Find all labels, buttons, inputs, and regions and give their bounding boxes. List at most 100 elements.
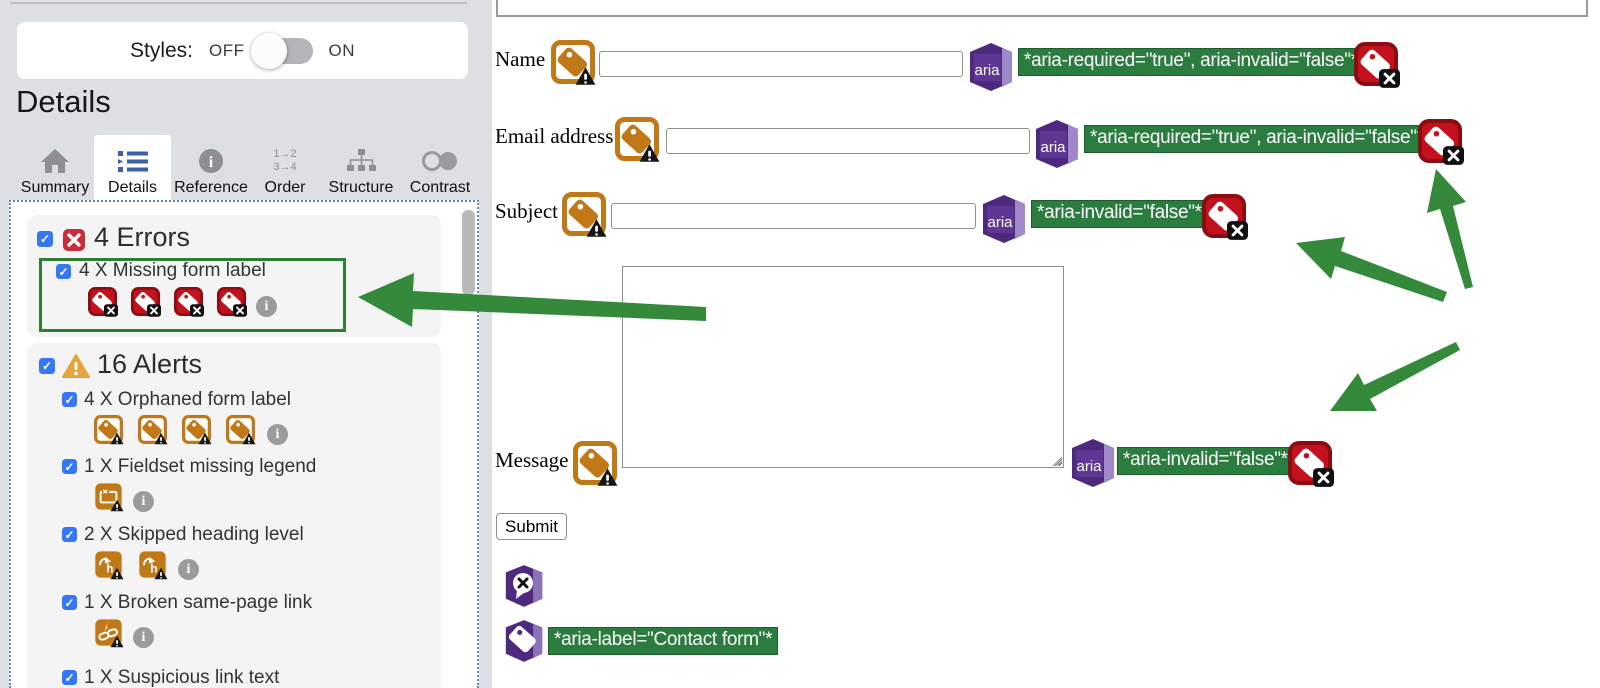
missing-form-label-checkbox[interactable]: ✓ [56,264,71,279]
aria-attributes-badge: *aria-invalid="false"* [1031,200,1208,228]
field-label: Subject [495,199,558,223]
info-icon[interactable]: i [133,627,154,648]
x-badge-icon [1443,146,1464,165]
styles-label: Styles: [129,38,194,62]
aria-icon[interactable]: aria [1034,119,1080,169]
styles-off-label: OFF [209,40,245,60]
orphaned-form-label-checkbox[interactable]: ✓ [62,392,77,407]
info-icon[interactable]: i [178,559,199,580]
warning-badge-icon [154,567,168,580]
aria-hidden-icon[interactable] [504,563,544,609]
arrow-to-email-error-tag [1427,169,1473,289]
tree-icon [344,143,378,179]
svg-text:aria: aria [987,214,1013,231]
contrast-icon [420,143,460,179]
tab-contrast[interactable]: Contrast [403,135,477,200]
alert-triangle-icon [62,354,90,379]
aria-attributes-badge: *aria-invalid="false"* [1117,447,1294,475]
panel-heading: Details [16,84,111,119]
info-icon[interactable]: i [133,491,154,512]
svg-text:aria: aria [1076,458,1102,475]
info-icon[interactable]: i [256,296,277,317]
x-badge-icon [233,304,247,317]
list-icon [118,143,148,179]
errors-title: 4 Errors [94,222,191,252]
divider [10,2,467,4]
toggle-knob[interactable] [250,32,287,69]
arrow-down-left [1330,342,1460,411]
aria-icon[interactable]: aria [968,42,1014,92]
x-badge-icon [147,304,161,317]
x-badge-icon [1227,221,1248,240]
alert-item-label: 1 X Suspicious link text [84,667,280,688]
x-badge-icon [1313,468,1334,487]
aria-attributes-badge: *aria-required="true", aria-invalid="fal… [1084,125,1430,153]
sidebar-scrollbar-thumb[interactable] [462,210,475,295]
tab-label: Reference [174,179,248,196]
svg-text:aria: aria [1040,139,1066,156]
warning-badge-icon [597,467,618,487]
info-icon[interactable]: i [267,424,288,445]
tab-label: Details [108,179,157,196]
alerts-title: 16 Alerts [97,349,203,379]
alert-item-label: 2 X Skipped heading level [84,524,304,545]
warning-badge-icon [110,499,124,512]
tab-label: Contrast [409,179,471,196]
skipped-heading-checkbox[interactable]: ✓ [62,527,77,542]
x-badge-icon [190,304,204,317]
field-label: Message [495,448,569,472]
broken-link-checkbox[interactable]: ✓ [62,595,77,610]
alerts-checkbox[interactable]: ✓ [39,358,55,374]
svg-text:aria: aria [974,62,1000,79]
warning-badge-icon [198,432,212,445]
tab-label: Order [264,179,306,196]
warning-badge-icon [154,432,168,445]
message-textarea[interactable] [622,266,1064,468]
tab-label: Structure [328,179,394,196]
warning-badge-icon [110,635,124,648]
aria-label-badge: *aria-label="Contact form"* [548,627,779,655]
house-icon [40,143,70,179]
warning-badge-icon [586,218,607,238]
tab-structure[interactable]: Structure [319,135,403,200]
submit-button[interactable]: Submit [496,513,567,540]
arrow-to-subject-error-tag [1296,237,1447,302]
name-input[interactable] [599,51,963,77]
tab-details[interactable]: Details [94,135,171,200]
warning-badge-icon [242,432,256,445]
warning-badge-icon [110,567,124,580]
suspicious-link-checkbox[interactable]: ✓ [62,670,77,685]
warning-badge-icon [639,143,660,163]
alert-item-label: 1 X Fieldset missing legend [84,456,317,477]
info-circle-icon [198,143,224,179]
styles-on-label: ON [328,40,356,60]
email-input[interactable] [666,128,1030,154]
highlight-green-box [39,258,346,332]
tab-reference[interactable]: Reference [171,135,251,200]
fieldset-border [496,0,1588,17]
fieldset-missing-legend-checkbox[interactable]: ✓ [62,459,77,474]
tab-summary[interactable]: Summary [10,135,100,200]
x-badge-icon [1379,69,1400,88]
styles-toggle-card: Styles: OFF ON [17,22,468,79]
field-label: Name [495,47,546,71]
alert-item-label: 1 X Broken same-page link [84,592,313,613]
styles-toggle-switch[interactable] [250,32,313,69]
tab-label: Summary [20,179,90,196]
textarea-resize-handle[interactable] [1051,455,1062,466]
x-badge-icon [104,304,118,317]
aria-attributes-badge: *aria-required="true", aria-invalid="fal… [1018,48,1364,76]
alert-item-label: 4 X Orphaned form label [84,389,292,410]
field-label: Email address [495,124,614,148]
errors-checkbox[interactable]: ✓ [37,231,53,247]
subject-input[interactable] [611,203,976,229]
error-x-icon [62,228,86,252]
aria-icon[interactable]: aria [981,194,1027,244]
aria-icon[interactable]: aria [1070,438,1116,488]
aria-label-icon[interactable] [504,618,544,664]
warning-badge-icon [110,432,124,445]
wave-sidebar: Styles: OFF ON Details Summary Details R… [0,0,492,688]
